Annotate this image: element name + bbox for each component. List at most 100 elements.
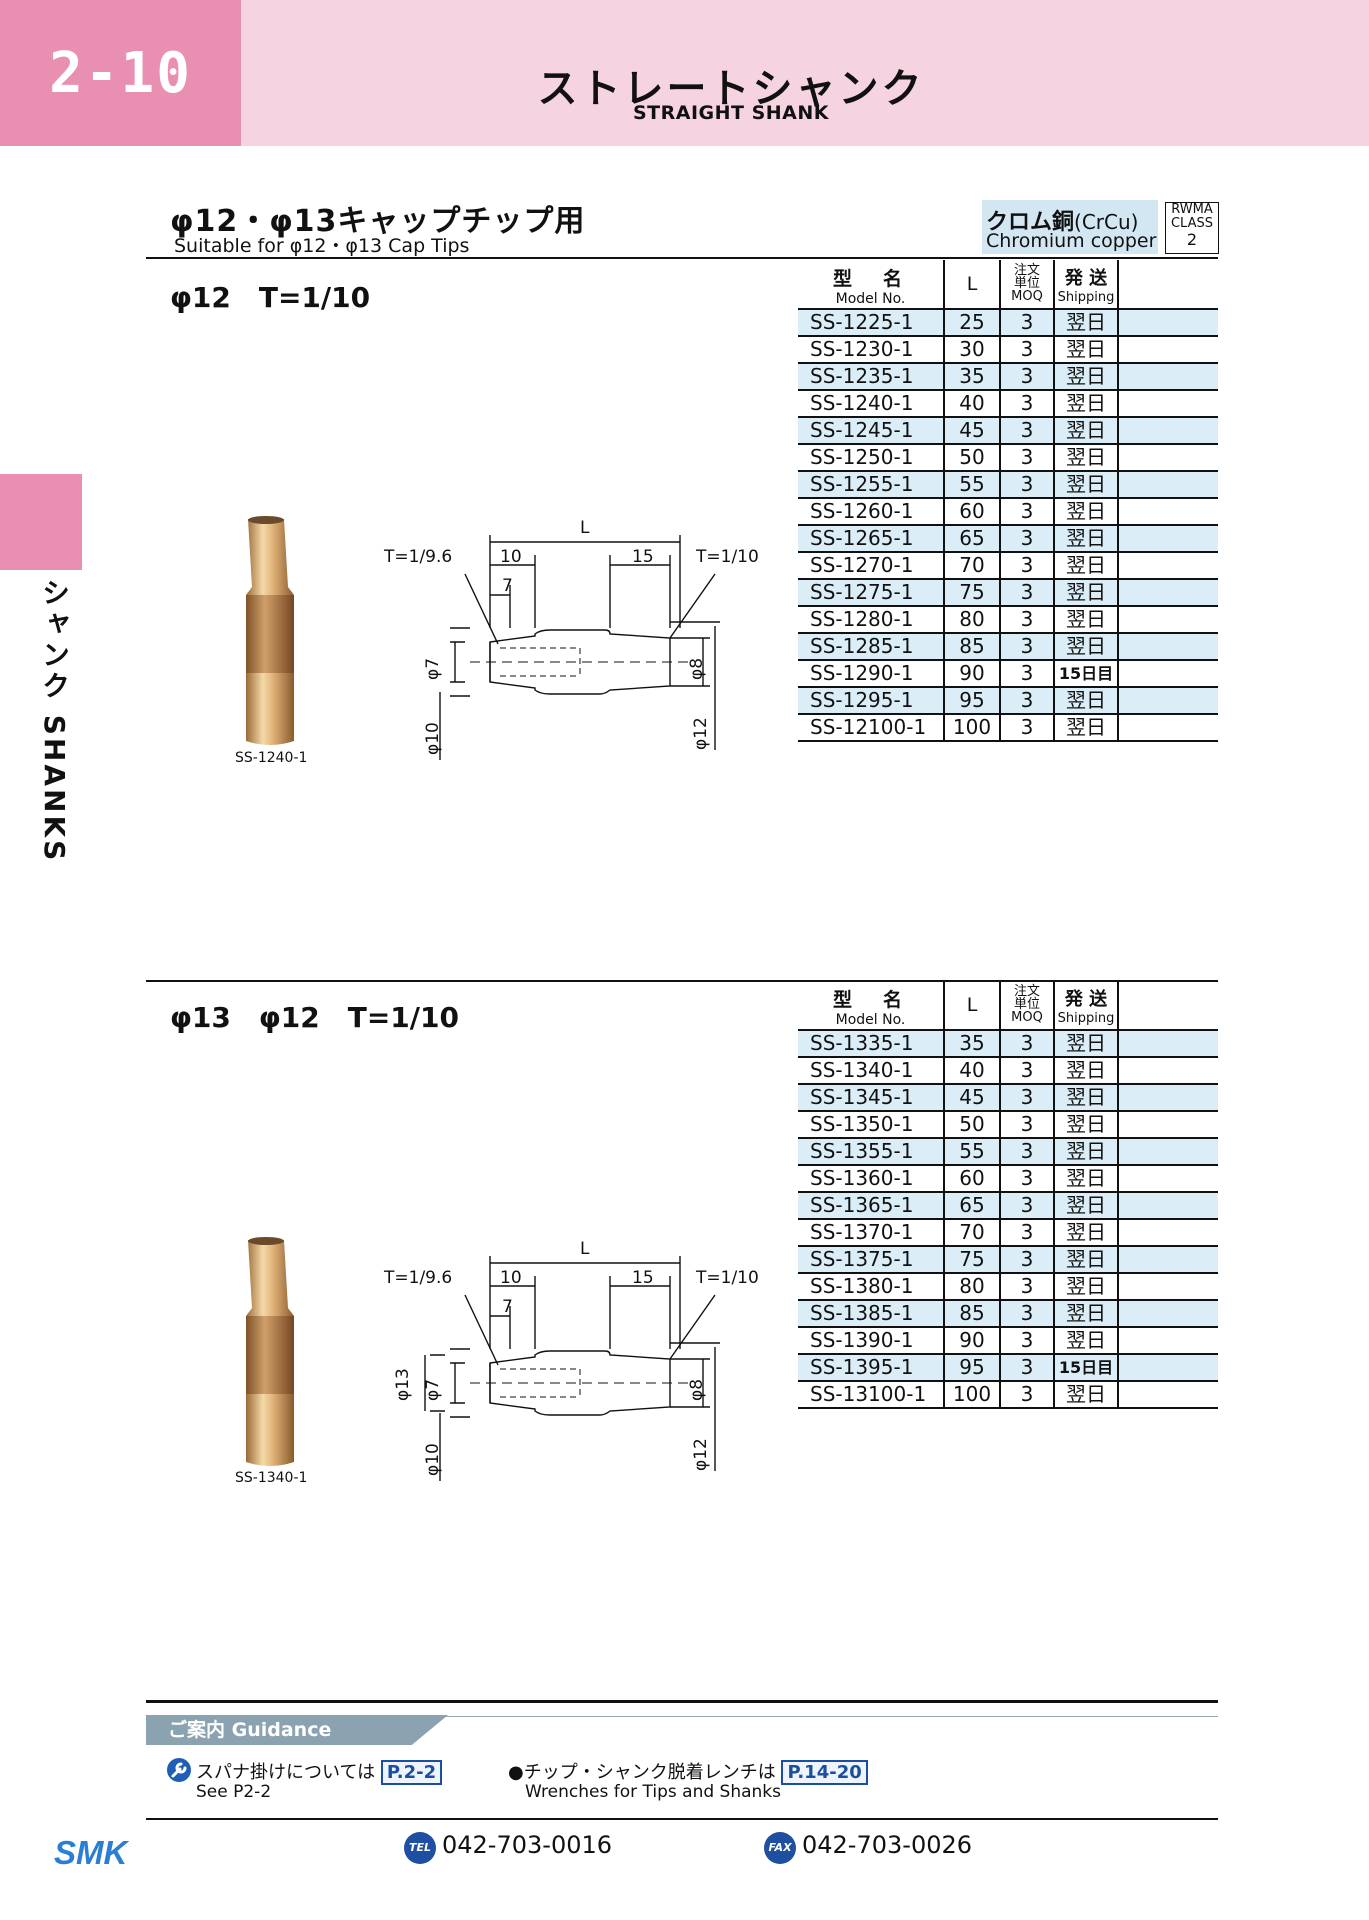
column-divider — [999, 1274, 1001, 1299]
column-divider — [999, 260, 1001, 308]
column-divider — [1053, 634, 1055, 659]
column-divider — [1117, 1247, 1119, 1272]
column-divider — [1053, 1112, 1055, 1137]
cell-model: SS-1240-1 — [810, 391, 914, 415]
group-title: φ13 φ12 T=1/10 — [170, 1001, 459, 1034]
column-divider — [943, 688, 945, 713]
column-divider — [999, 445, 1001, 470]
column-divider — [1053, 418, 1055, 443]
column-divider — [1053, 526, 1055, 551]
column-divider — [999, 1031, 1001, 1056]
cell-ship: 15日目 — [1058, 664, 1114, 683]
header-length: L — [966, 994, 978, 1016]
column-divider — [999, 580, 1001, 605]
column-divider — [1053, 445, 1055, 470]
column-divider — [943, 661, 945, 686]
column-divider — [943, 310, 945, 335]
column-divider — [1053, 1139, 1055, 1164]
cell-L: 95 — [959, 1355, 985, 1379]
cell-model: SS-1340-1 — [810, 1058, 914, 1082]
cell-L: 60 — [959, 499, 985, 523]
cell-model: SS-1335-1 — [810, 1031, 914, 1055]
column-divider — [999, 1247, 1001, 1272]
page-subtitle: STRAIGHT SHANK — [632, 102, 830, 124]
column-divider — [999, 1193, 1001, 1218]
group-title: φ12 T=1/10 — [170, 281, 371, 314]
cell-ship: 翌日 — [1066, 553, 1106, 577]
cell-L: 60 — [959, 1166, 985, 1190]
column-divider — [999, 1058, 1001, 1083]
cell-L: 30 — [959, 337, 985, 361]
guidance-label: ご案内 Guidance — [146, 1715, 448, 1745]
phone-number[interactable]: 042-703-0016 — [442, 1831, 613, 1859]
cell-moq: 3 — [1020, 1355, 1034, 1379]
cell-ship: 翌日 — [1066, 715, 1106, 739]
column-divider — [1053, 1247, 1055, 1272]
dim-10: 10 — [500, 1268, 522, 1288]
guidance-item-1-en: See P2-2 — [196, 1782, 272, 1802]
column-divider — [1117, 1382, 1119, 1407]
page-ref-link[interactable]: P.2-2 — [380, 1760, 443, 1785]
column-divider — [1053, 1166, 1055, 1191]
cell-model: SS-1230-1 — [810, 337, 914, 361]
dim-phi8: φ8 — [687, 1379, 707, 1401]
column-divider — [1117, 1112, 1119, 1137]
cell-ship: 翌日 — [1066, 1166, 1106, 1190]
column-divider — [943, 1166, 945, 1191]
column-divider — [999, 391, 1001, 416]
cell-L: 45 — [959, 1085, 985, 1109]
column-divider — [999, 1085, 1001, 1110]
section-title: φ12・φ13キャップチップ用 — [170, 204, 586, 239]
dim-taper-2: T=1/10 — [695, 1268, 759, 1288]
dim-taper-1: T=1/9.6 — [383, 547, 452, 567]
side-tab-marker — [0, 474, 82, 570]
cell-moq: 3 — [1020, 661, 1034, 685]
cell-L: 50 — [959, 1112, 985, 1136]
column-divider — [943, 1301, 945, 1326]
column-divider — [1053, 1382, 1055, 1407]
column-divider — [999, 981, 1001, 1029]
cell-moq: 3 — [1020, 1139, 1034, 1163]
cell-moq: 3 — [1020, 526, 1034, 550]
cell-moq: 3 — [1020, 553, 1034, 577]
cell-ship: 翌日 — [1066, 499, 1106, 523]
cell-L: 50 — [959, 445, 985, 469]
column-divider — [1053, 580, 1055, 605]
cell-model: SS-1395-1 — [810, 1355, 914, 1379]
column-divider — [999, 337, 1001, 362]
column-divider — [943, 634, 945, 659]
page-ref-link[interactable]: P.14-20 — [781, 1760, 868, 1785]
dim-phi12: φ12 — [691, 1438, 711, 1471]
cell-moq: 3 — [1020, 634, 1034, 658]
column-divider — [1053, 391, 1055, 416]
cell-moq: 3 — [1020, 607, 1034, 631]
cell-ship: 翌日 — [1066, 1247, 1106, 1271]
cell-moq: 3 — [1020, 391, 1034, 415]
cell-ship: 翌日 — [1066, 472, 1106, 496]
cell-L: 80 — [959, 1274, 985, 1298]
cell-moq: 3 — [1020, 1166, 1034, 1190]
cell-moq: 3 — [1020, 1031, 1034, 1055]
cell-L: 55 — [959, 472, 985, 496]
photo-caption: SS-1340-1 — [235, 1470, 308, 1486]
cell-ship: 翌日 — [1066, 445, 1106, 469]
guidance-item-2: ●チップ・シャンク脱着レンチは P.14-20 — [508, 1758, 868, 1785]
cell-ship: 翌日 — [1066, 1220, 1106, 1244]
cell-model: SS-1290-1 — [810, 661, 914, 685]
column-divider — [999, 364, 1001, 389]
column-divider — [999, 1166, 1001, 1191]
